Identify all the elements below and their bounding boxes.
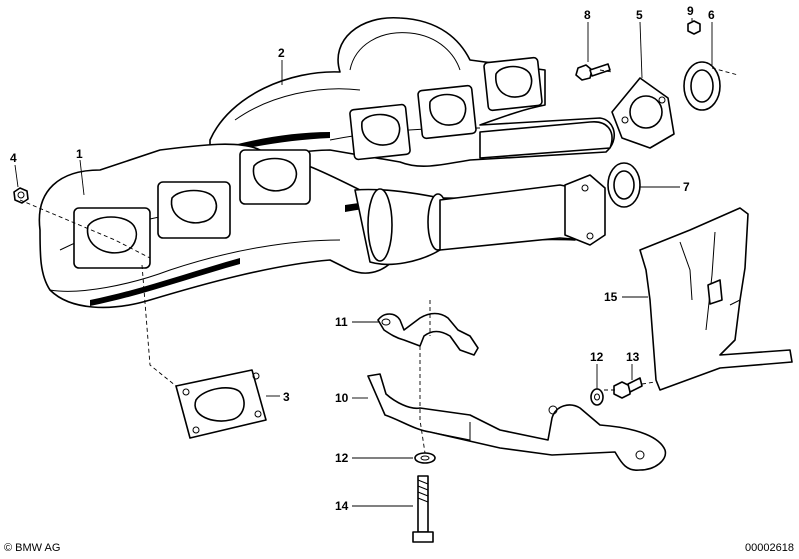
callout-11: 11 (335, 315, 348, 329)
callout-labels: 1 2 3 4 5 6 7 8 9 10 11 12 13 12 14 15 (10, 4, 715, 513)
callout-2: 2 (278, 46, 285, 60)
leader-lines (14, 18, 739, 507)
self-locking-nut (687, 20, 701, 35)
exhaust-flange-plate (611, 77, 675, 149)
callout-5: 5 (636, 8, 643, 22)
callout-6: 6 (708, 8, 715, 22)
callout-7: 7 (683, 180, 690, 194)
callout-10: 10 (335, 391, 349, 405)
callout-1: 1 (76, 147, 83, 161)
callout-15: 15 (604, 290, 618, 304)
callout-13: 13 (626, 350, 640, 364)
callout-14: 14 (335, 499, 349, 513)
callout-12-lower: 12 (335, 451, 349, 465)
hex-bolt (575, 63, 611, 81)
callout-9: 9 (687, 4, 694, 18)
callout-8: 8 (584, 8, 591, 22)
washer-upper (590, 388, 604, 406)
exhaust-manifold-front (38, 143, 606, 309)
callout-12-upper: 12 (590, 350, 604, 364)
sealing-ring-lower (607, 162, 641, 208)
callout-3: 3 (283, 390, 290, 404)
heat-shield (639, 207, 793, 391)
hex-nut (13, 187, 29, 204)
support-bracket (367, 373, 667, 471)
exhaust-manifold-rear (209, 17, 616, 167)
sealing-ring-upper (683, 61, 721, 111)
manifold-gasket (175, 369, 267, 439)
washer-lower (414, 452, 436, 464)
long-bolt (412, 475, 434, 543)
callout-4: 4 (10, 151, 17, 165)
hex-bolt-short (613, 377, 643, 399)
copyright-notice: © BMW AG (4, 542, 60, 554)
pipe-clamp-half (377, 312, 479, 356)
drawing-number: 00002618 (745, 542, 794, 554)
